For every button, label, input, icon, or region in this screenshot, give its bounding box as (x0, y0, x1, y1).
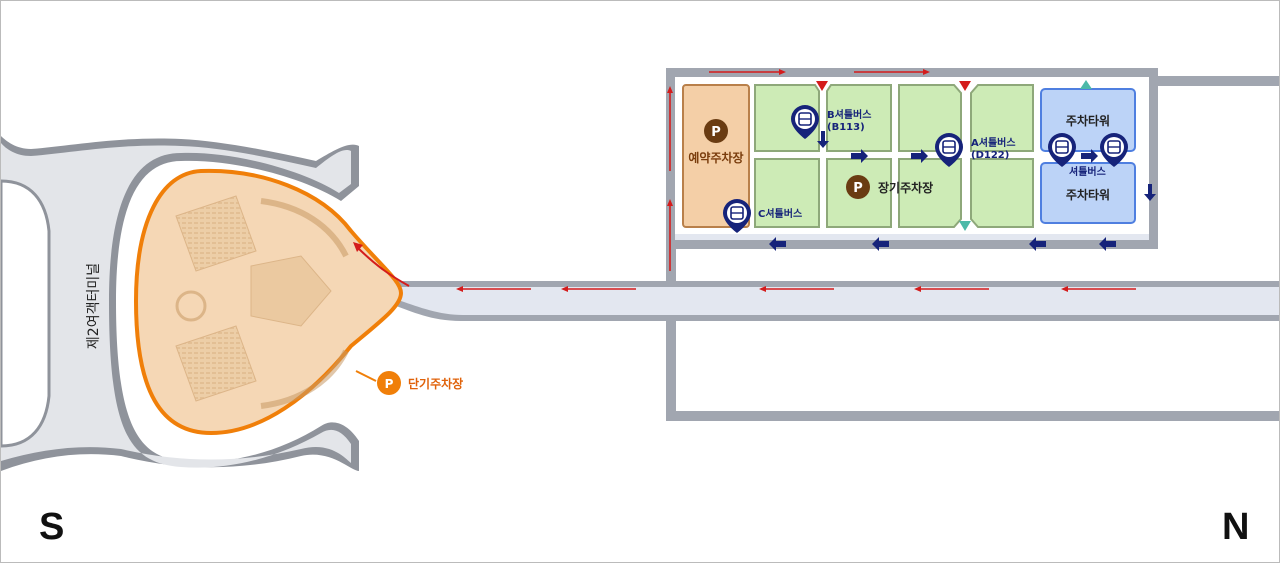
shuttle-pin-tower-1[interactable] (1048, 133, 1076, 167)
shuttle-pin-a[interactable] (935, 133, 963, 167)
entry-markers (816, 80, 1092, 231)
long-term-parking-icon-letter: P (853, 181, 863, 196)
short-term-parking-icon-letter: P (385, 377, 394, 391)
terminal-label: 제2여객터미널 (86, 263, 102, 349)
shuttle-a-label: A셔틀버스 (971, 136, 1016, 149)
lower-loop-road (666, 321, 1279, 421)
terminal-2[interactable] (1, 136, 410, 471)
terminal-inbound-arrowhead (353, 242, 363, 252)
shuttle-b-label: B셔틀버스 (827, 108, 871, 121)
shuttle-b-code: (B113) (827, 122, 865, 133)
parking-tower-bottom-label: 주차타워 (1066, 187, 1110, 202)
reservation-parking-label: 예약주차장 (688, 150, 743, 165)
reservation-parking-icon (704, 119, 728, 143)
north-road (1151, 76, 1279, 86)
shuttle-pin-b[interactable] (791, 105, 819, 139)
terminal-inbound-arrow (355, 245, 410, 287)
connector-road (666, 241, 676, 281)
shuttle-pin-tower-2[interactable] (1100, 133, 1128, 167)
shuttle-tower-label: 셔틀버스 (1069, 165, 1106, 178)
shuttle-pin-c[interactable] (723, 199, 751, 233)
shuttle-a-code: (D122) (971, 150, 1009, 161)
short-term-parking-legend[interactable]: P 단기주차장 (355, 370, 463, 395)
long-term-parking-icon (846, 175, 870, 199)
long-term-parking-lot[interactable] (754, 84, 1034, 228)
terminal-building-outline (175, 195, 349, 409)
compass-north: N (1222, 506, 1250, 548)
parking-tower-bottom[interactable]: 주차타워 (1040, 162, 1136, 224)
inbound-arrows (456, 69, 1136, 292)
long-term-parking-label: 장기주차장 (878, 180, 933, 195)
shuttle-c-label: C셔틀버스 (758, 207, 802, 220)
outbound-arrows (769, 131, 1156, 251)
reservation-parking-icon-letter: P (711, 125, 721, 140)
compass-south: S (39, 506, 65, 548)
reservation-parking-lot[interactable]: P 예약주차장 (682, 84, 750, 228)
short-term-parking-label: 단기주차장 (408, 376, 463, 391)
parking-tower-top-label: 주차타워 (1066, 113, 1110, 128)
main-road (396, 281, 1279, 321)
